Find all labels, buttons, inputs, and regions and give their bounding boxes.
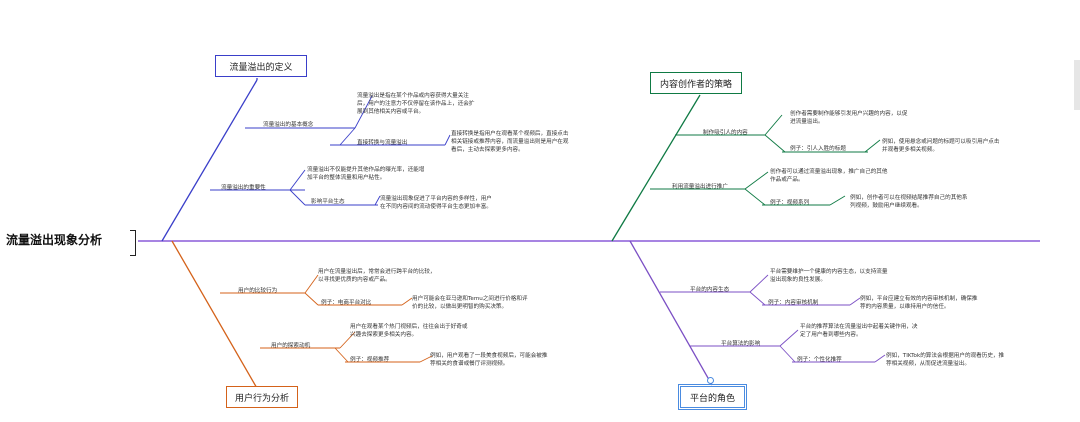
- subtopic-direct-indirect[interactable]: 直接转换与流量溢出: [357, 140, 408, 146]
- central-topic-bracket: [130, 230, 136, 256]
- importance-detail[interactable]: 流量溢出不仅能提升其他作品的曝光率，还能增 加平台的整体流量和用户粘性。: [307, 167, 425, 181]
- topic-definition[interactable]: 流量溢出的定义: [215, 55, 307, 77]
- subtopic-compare-behavior[interactable]: 用户的比较行为: [238, 288, 278, 294]
- vertical-scrollbar[interactable]: [1074, 60, 1080, 110]
- topic-creator-strategy[interactable]: 内容创作者的策略: [650, 72, 742, 94]
- branch-definition-lines: [161, 78, 451, 242]
- engaging-title-detail[interactable]: 例如，使用悬念或问题的标题可以吸引用户点击 并观看更多相关视频。: [882, 139, 1000, 153]
- personalized-recommendation-detail[interactable]: 例如，TIKTok的算法会根据用户的观看历史，推 荐相关视频，从而促进流量溢出。: [886, 353, 1005, 367]
- example-video-recommendation[interactable]: 例子：视频推荐: [350, 357, 390, 363]
- selection-handle[interactable]: [707, 377, 714, 384]
- video-series-detail[interactable]: 例如，创作者可以在视频结尾推荐自己的其他系 列视频，鼓励用户继续观看。: [850, 195, 968, 209]
- content-ecology-detail[interactable]: 平台需要维护一个健康的内容生态，以支持流量 溢出现象的良性发展。: [770, 269, 888, 283]
- direct-indirect-detail[interactable]: 直接转换是指用户在观看某个视频后，直接点击 相关链接或推荐内容，而流量溢出则是用…: [451, 131, 569, 153]
- branch-platform-lines: [629, 240, 886, 386]
- topic-user-behavior[interactable]: 用户行为分析: [226, 386, 298, 408]
- subtopic-platform-ecology[interactable]: 影响平台生态: [311, 199, 345, 205]
- central-topic[interactable]: 流量溢出现象分析: [6, 233, 103, 247]
- video-recommendation-detail[interactable]: 例如，用户观看了一段美食视频后，可能会被推 荐相关的食谱或餐厅评测视频。: [430, 353, 548, 367]
- subtopic-promote-via-overflow[interactable]: 利用流量溢出进行推广: [672, 184, 728, 190]
- subtopic-explore-motivation[interactable]: 用户的探索动机: [271, 343, 311, 349]
- example-content-review[interactable]: 例子：内容审核机制: [768, 300, 819, 306]
- branch-creator-lines: [611, 94, 881, 242]
- subtopic-basic-concept[interactable]: 流量溢出的基本概念: [263, 122, 314, 128]
- subtopic-attract-content[interactable]: 制作吸引人的内容: [703, 130, 748, 136]
- algorithm-impact-detail[interactable]: 平台的推荐算法在流量溢出中起着关键作用，决 定了用户看到哪些内容。: [800, 324, 918, 338]
- ecommerce-compare-detail[interactable]: 用户可能会在亚马逊和Temu之间进行价格和评 价的比较，以做出更明智的购买决策。: [412, 296, 528, 310]
- branch-behavior-lines: [171, 240, 433, 391]
- example-personalized-recommendation[interactable]: 例子：个性化推荐: [797, 357, 842, 363]
- subtopic-algorithm-impact[interactable]: 平台算法的影响: [721, 341, 761, 347]
- content-review-detail[interactable]: 例如，平台应建立有效的内容审核机制，确保推 荐的内容质量，以维持用户的信任。: [860, 296, 978, 310]
- example-ecommerce-compare[interactable]: 例子：电商平台对比: [321, 300, 372, 306]
- example-video-series[interactable]: 例子：视频系列: [770, 200, 810, 206]
- compare-behavior-detail[interactable]: 用户在流量溢出后，常常会进行跨平台的比较， 以寻找更优质的内容或产品。: [318, 269, 436, 283]
- subtopic-importance[interactable]: 流量溢出的重要性: [221, 185, 266, 191]
- example-engaging-title[interactable]: 例子：引人入胜的标题: [790, 146, 846, 152]
- attract-content-detail[interactable]: 创作者需要制作能够引发用户兴趣的内容，以促 进流量溢出。: [790, 111, 908, 125]
- platform-ecology-detail[interactable]: 流量溢出现象促进了平台内容的多样性，用户 在不同内容间的流动使得平台生态更加丰富…: [380, 196, 492, 210]
- basic-concept-detail[interactable]: 流量溢出是指在某个作品或内容获得大量关注 后，用户的注意力不仅停留在该作品上，还…: [357, 93, 475, 115]
- explore-motivation-detail[interactable]: 用户在观看某个热门视频后，往往会出于好奇或 兴趣去探索更多相关内容。: [350, 324, 468, 338]
- subtopic-content-ecology[interactable]: 平台的内容生态: [690, 287, 730, 293]
- topic-platform-role[interactable]: 平台的角色: [678, 384, 747, 410]
- promote-detail[interactable]: 创作者可以通过流量溢出现象，推广自己的其他 作品或产品。: [770, 169, 888, 183]
